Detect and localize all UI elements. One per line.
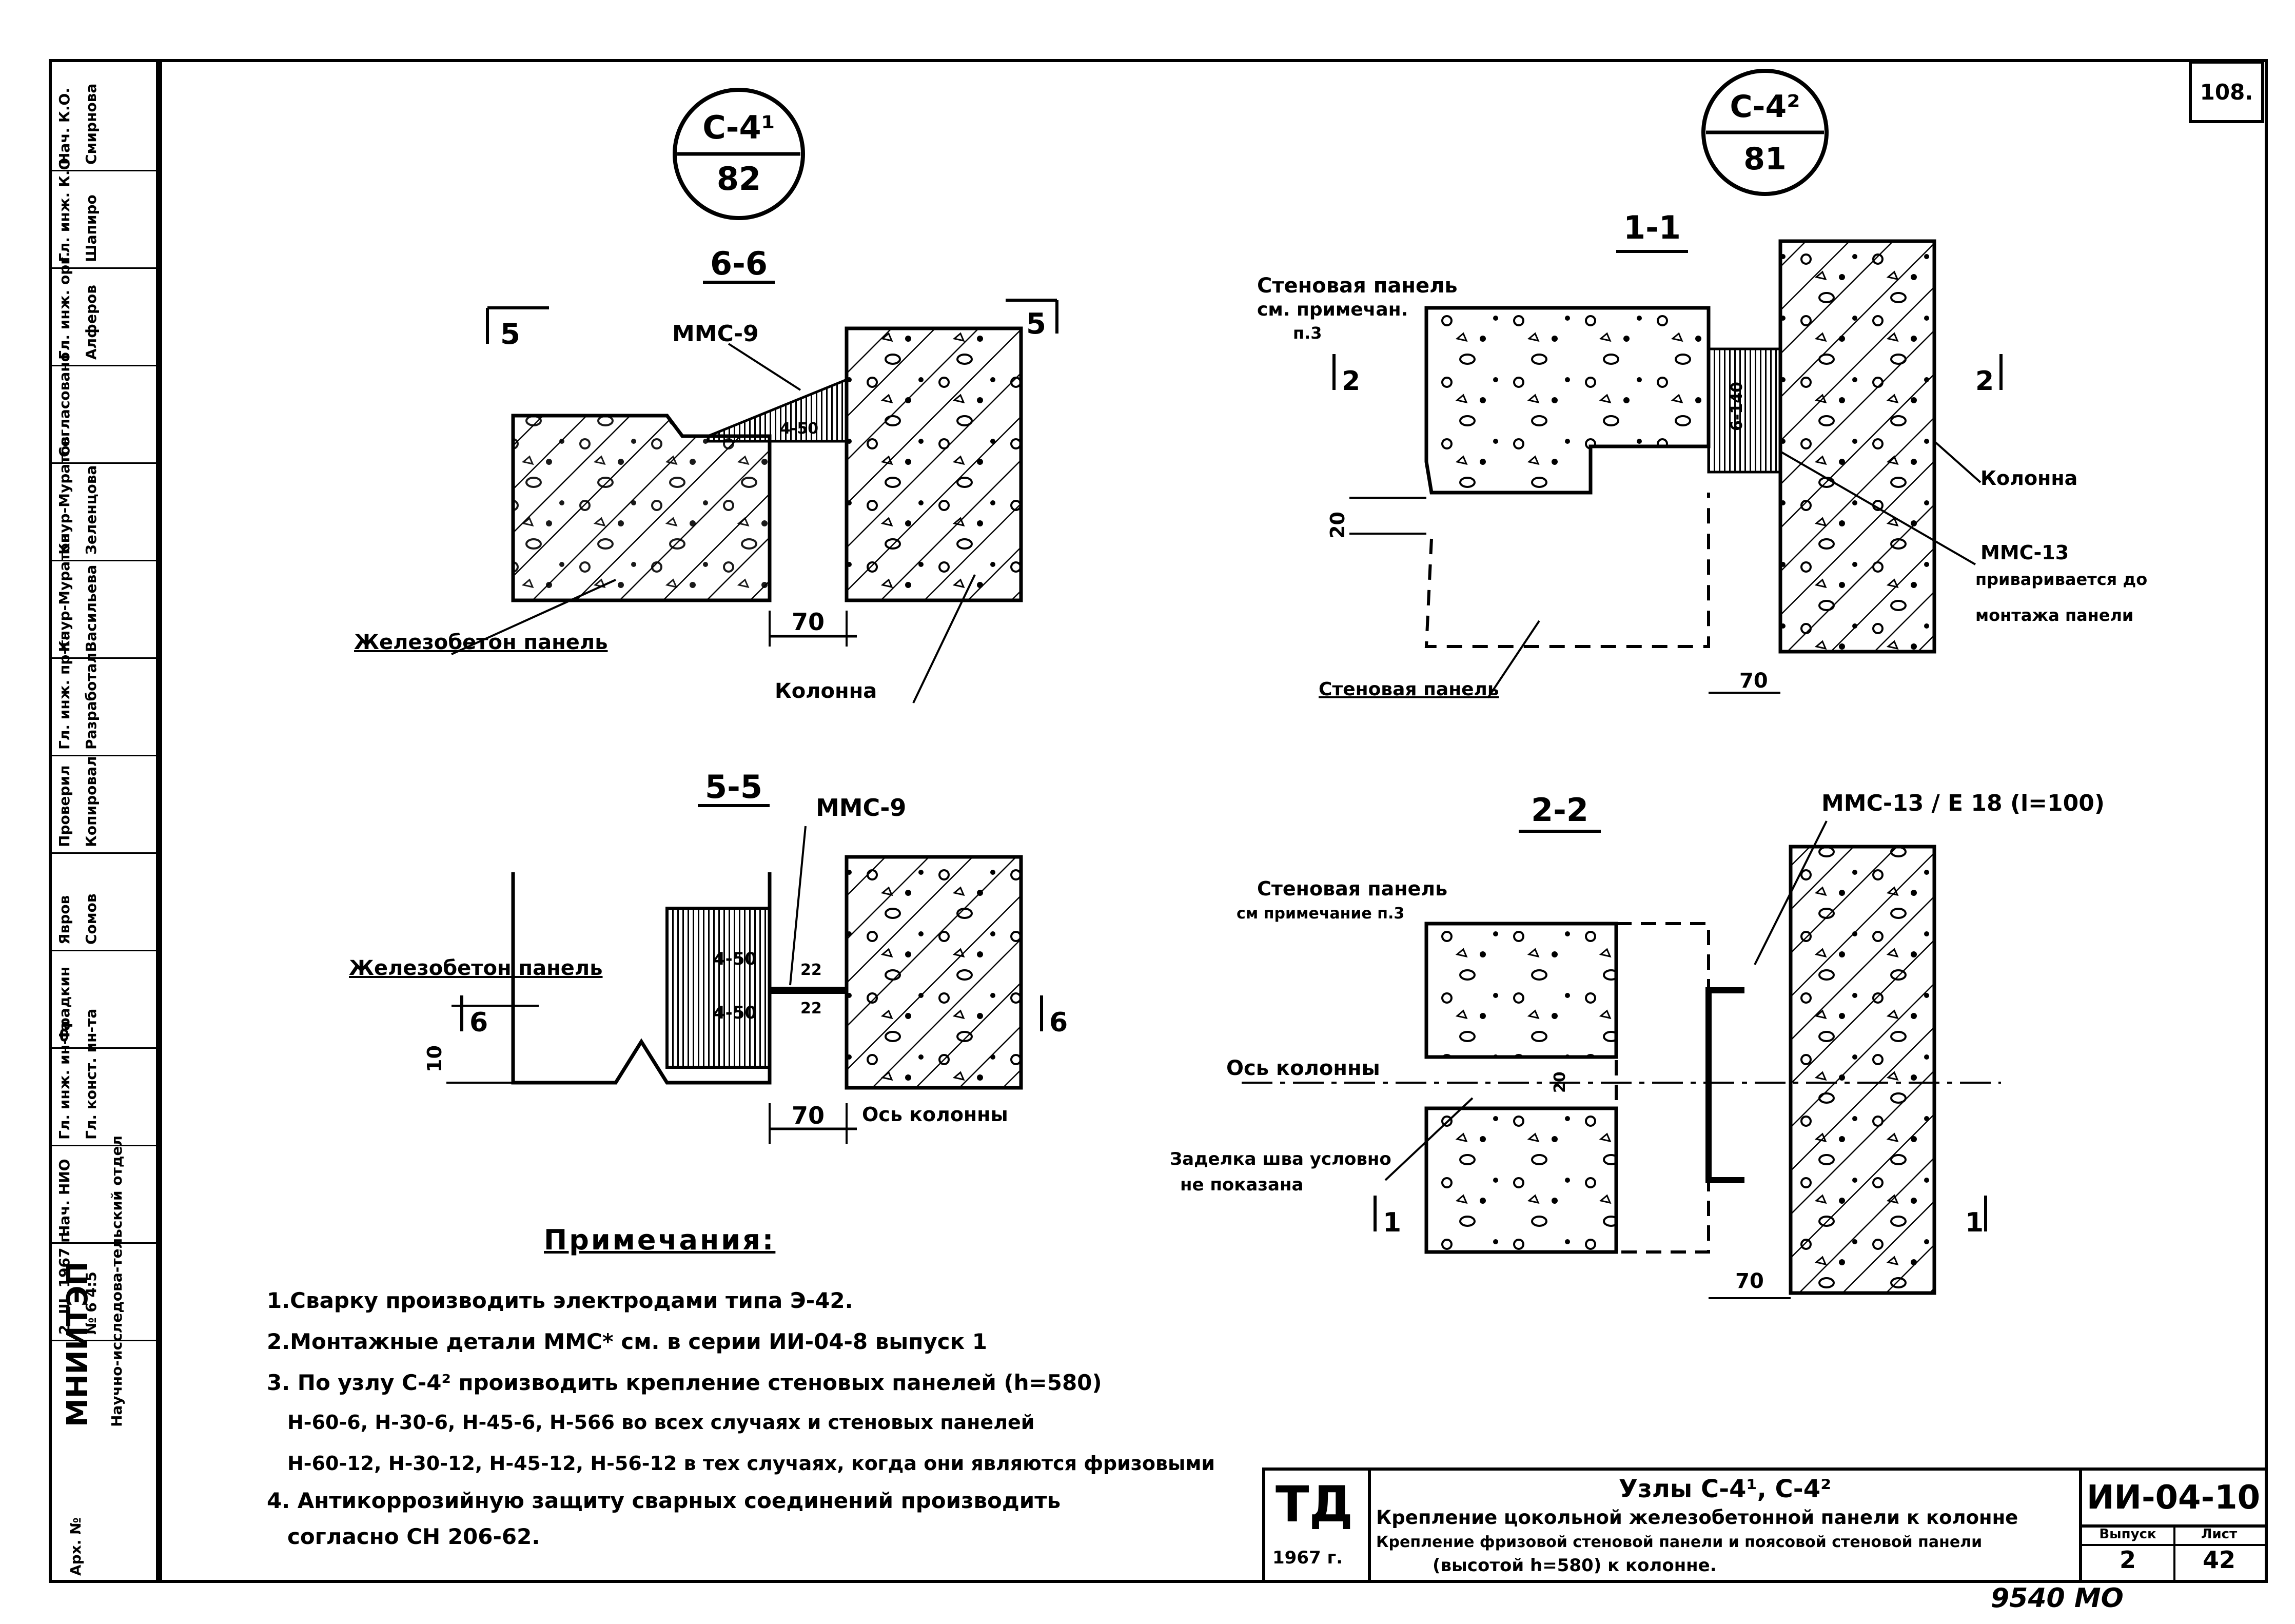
stamp-cell-divider [52, 1340, 156, 1341]
stamp-cell-divider [52, 1145, 156, 1146]
s22-label-wall: Стеновая панель [1257, 877, 1447, 900]
callout-c41: С-4¹ 82 [673, 88, 805, 220]
s55-dim-small: 22 [800, 961, 822, 979]
section-6-6: 6-6 5 5 ММС-9 4-50 70 Железобетон панель… [354, 245, 1058, 703]
note-4-cont: согласно СН 206-62. [287, 1524, 540, 1549]
s55-mms: ММС-9 [816, 794, 906, 821]
s55-dim: 70 [792, 1102, 825, 1129]
callout-c41-top: С-4¹ [702, 109, 775, 146]
stamp-cell-divider [52, 462, 156, 464]
s55-cut-right: 6 [1049, 1007, 1068, 1038]
sheet-number: 108. [2189, 61, 2264, 123]
s11-dim-20: 20 [1326, 512, 1349, 539]
s11-label-wall3: п.3 [1293, 323, 1322, 343]
tb-year: 1967 г. [1272, 1548, 1343, 1568]
s11-mms: ММС-13 [1980, 541, 2069, 564]
tb-td-cell: ТД 1967 г. [1265, 1471, 1371, 1580]
s11-cut-right: 2 [1975, 366, 1994, 397]
tb-sheet: 42 [2202, 1546, 2235, 1574]
section-1-1: 1-1 Стеновая панель см. примечан. п.3 2 … [1257, 209, 2147, 700]
section-2-2: 2-2 ММС-13 / Е 18 (l=100) Стеновая панел… [1170, 790, 2105, 1299]
s11-label-bottom: Стеновая панель [1319, 679, 1499, 700]
tb-code: ИИ-04-10 [2082, 1471, 2265, 1528]
s11-weld: 6-140 [1728, 382, 1746, 431]
s66-title: 6-6 [710, 245, 768, 282]
s11-dim-70: 70 [1739, 669, 1768, 693]
s22-title: 2-2 [1531, 791, 1588, 829]
tb-line1: Узлы С-4¹, С-4² [1618, 1475, 1832, 1503]
s22-cut-left: 1 [1383, 1207, 1401, 1238]
s66-cut-left: 5 [500, 318, 520, 351]
section-5-5: 5-5 ММС-9 4-50 4-50 22 22 Железобетон па… [349, 768, 1068, 1144]
stamp-cell-divider [52, 560, 156, 561]
side-stamp: МНИИТЭП Научно-исследова-тельский отдел … [49, 59, 159, 1583]
callout-c42-bottom: 81 [1743, 141, 1787, 177]
s22-label-seal: Заделка шва условно [1170, 1149, 1391, 1169]
s22-dim-70: 70 [1735, 1269, 1764, 1293]
note-4: 4. Антикоррозийную защиту сварных соедин… [267, 1488, 1061, 1513]
stamp-cell-divider [52, 950, 156, 951]
note-3-cont-b: Н-60-12, Н-30-12, Н-45-12, Н-56-12 в тех… [287, 1452, 1215, 1475]
note-2: 2.Монтажные детали ММС* см. в серии ИИ-0… [267, 1329, 987, 1354]
s22-mms: ММС-13 / Е 18 (l=100) [1821, 790, 2105, 816]
tb-right: ИИ-04-10 Выпуск 2 Лист 42 [2079, 1471, 2265, 1580]
callout-c41-bottom: 82 [717, 160, 761, 198]
s22-dim-20: 20 [1551, 1071, 1569, 1093]
tb-issue-label: Выпуск [2082, 1524, 2173, 1546]
tb-issue: 2 [2119, 1546, 2136, 1574]
s55-weld-b: 4-50 [713, 1003, 757, 1023]
s66-label-panel: Железобетон панель [354, 631, 608, 654]
tb-td: ТД [1276, 1476, 1353, 1533]
note-3: 3. По узлу С-4² производить крепление ст… [267, 1370, 1102, 1395]
s66-cut-right: 5 [1026, 307, 1046, 341]
s11-label-wall2: см. примечан. [1257, 299, 1408, 320]
s66-weld: 4-50 [780, 420, 818, 438]
handwritten-note: 9540 МО [1991, 1583, 2124, 1614]
s66-mms: ММС-9 [672, 321, 759, 347]
stamp-cell-divider [52, 1242, 156, 1244]
s22-label-seal2: не показана [1180, 1175, 1303, 1195]
stamp-cell-divider [52, 1047, 156, 1049]
callout-c42-top: С-4² [1730, 89, 1800, 125]
stamp-cell-divider [52, 170, 156, 171]
tb-sheet-label: Лист [2173, 1524, 2265, 1546]
tb-main: Узлы С-4¹, С-4² Крепление цокольной желе… [1371, 1471, 2079, 1580]
note-3-cont-a: Н-60-6, Н-30-6, Н-45-6, Н-566 во всех сл… [287, 1411, 1035, 1434]
tb-sheet-cell: Лист 42 [2173, 1524, 2265, 1580]
s11-label-wall: Стеновая панель [1257, 274, 1458, 298]
stamp-cell-divider [52, 365, 156, 366]
stamp-cell-divider [52, 267, 156, 269]
stamp-cell-divider [52, 852, 156, 854]
note-1: 1.Сварку производить электродами типа Э-… [267, 1288, 853, 1313]
s55-title: 5-5 [705, 768, 762, 806]
tb-line3: Крепление фризовой стеновой панели и поя… [1376, 1533, 1983, 1551]
s22-label-axis: Ось колонны [1226, 1056, 1380, 1080]
s11-mms-note2: монтажа панели [1975, 605, 2133, 625]
stamp-cell-divider [52, 755, 156, 756]
tb-line2: Крепление цокольной железобетонной панел… [1376, 1506, 2018, 1529]
s66-label-col: Колонна [775, 679, 877, 703]
callout-c42: С-4² 81 [1701, 69, 1829, 196]
s11-title: 1-1 [1623, 209, 1681, 246]
s11-mms-note: приваривается до [1975, 570, 2147, 589]
s66-dim: 70 [792, 608, 825, 636]
s55-cut-left: 6 [469, 1007, 488, 1038]
notes-title: Примечания: [544, 1224, 776, 1256]
s55-label-axis: Ось колонны [862, 1103, 1008, 1126]
s11-label-col: Колонна [1980, 467, 2077, 490]
tb-issue-cell: Выпуск 2 [2082, 1524, 2175, 1580]
s55-weld-a: 4-50 [713, 949, 757, 969]
tb-line4: (высотой h=580) к колонне. [1433, 1555, 1717, 1576]
drawing-frame [159, 59, 2268, 1583]
title-block: ТД 1967 г. Узлы С-4¹, С-4² Крепление цок… [1262, 1468, 2268, 1583]
s22-cut-right: 1 [1965, 1207, 1984, 1238]
s11-cut-left: 2 [1342, 366, 1360, 397]
s55-label-panel: Железобетон панель [349, 956, 603, 980]
stamp-cell-divider [52, 657, 156, 659]
s55-dim-10: 10 [423, 1045, 446, 1072]
s22-label-wall2: см примечание п.3 [1237, 905, 1404, 923]
s55-dim-small2: 22 [800, 1000, 822, 1018]
